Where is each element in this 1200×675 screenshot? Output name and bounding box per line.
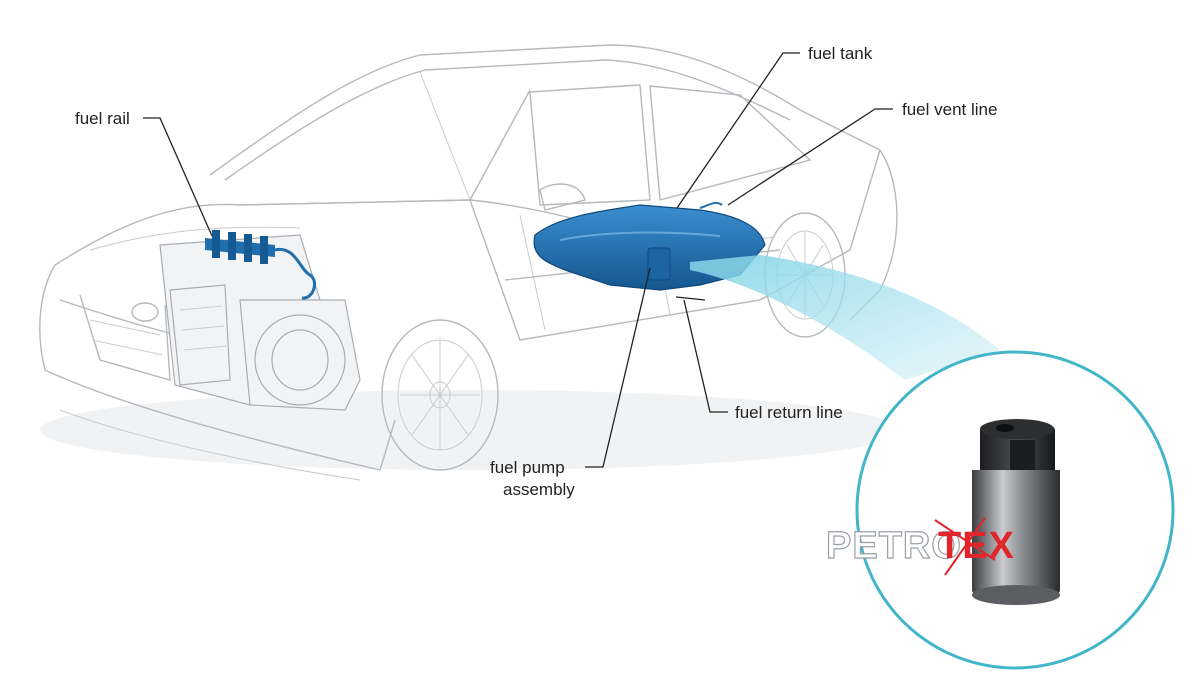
logo-text-part1: PETRO <box>826 525 962 567</box>
label-fuel-pump-assembly-line2: assembly <box>503 480 575 499</box>
leader-fuel-tank <box>676 52 800 209</box>
leader-fuel-pump-assembly <box>585 267 651 468</box>
label-fuel-rail: fuel rail <box>75 109 130 128</box>
fuel-pump-icon <box>972 419 1060 605</box>
magnify-beam <box>690 255 1000 380</box>
leader-lines <box>143 52 893 468</box>
fuel-rail <box>205 230 316 300</box>
label-fuel-pump-assembly-line1: fuel pump <box>490 458 565 477</box>
leader-fuel-rail <box>143 117 213 237</box>
logo-star-icon <box>934 517 996 576</box>
petrotex-logo: PETRO TEX <box>825 517 1014 576</box>
leader-fuel-return-line <box>683 299 728 413</box>
ground-shadow <box>40 390 900 470</box>
label-fuel-return-line: fuel return line <box>735 403 843 422</box>
engine <box>159 234 361 411</box>
leader-fuel-vent-line <box>727 108 893 206</box>
label-fuel-vent-line: fuel vent line <box>902 100 997 119</box>
label-fuel-tank: fuel tank <box>808 44 873 63</box>
